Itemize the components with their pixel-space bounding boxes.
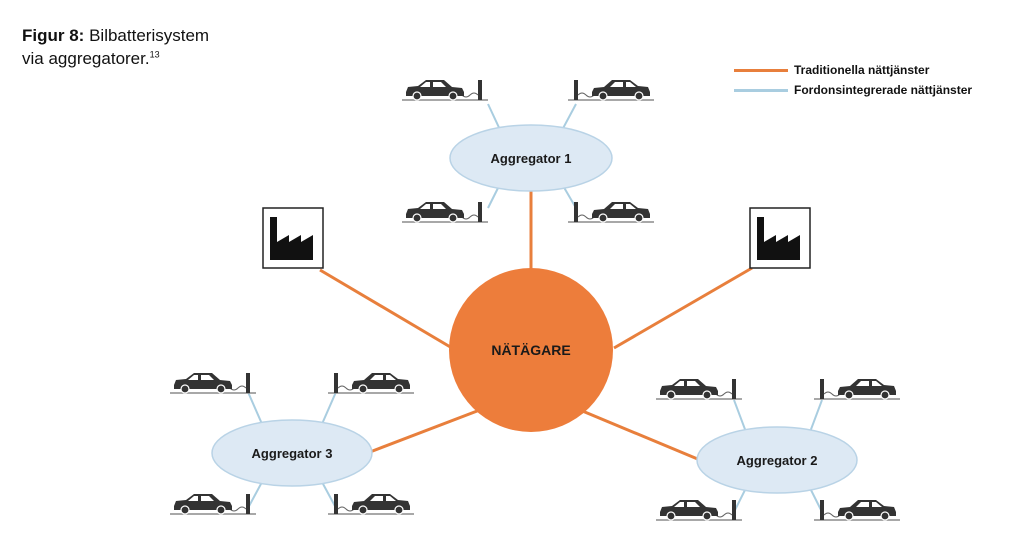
aggregator-2-node: Aggregator 2 (696, 426, 858, 494)
hub-label: NÄTÄGARE (491, 342, 570, 358)
legend-item-traditional: Traditionella nättjänster (734, 60, 972, 80)
car-charging-icon (327, 493, 415, 515)
link-hub-factory-right (613, 266, 753, 350)
legend-label-traditional: Traditionella nättjänster (794, 63, 930, 77)
car-charging-icon (170, 494, 256, 514)
figure-title-line2: via aggregatorer. (22, 49, 150, 68)
legend-swatch-orange (734, 68, 788, 72)
link-hub-factory-left (319, 268, 453, 350)
legend-swatch-blue (734, 88, 788, 92)
car-charging-icon (402, 80, 488, 100)
figure-title-text: Bilbatterisystem (89, 26, 210, 45)
aggregator-3-node: Aggregator 3 (211, 419, 373, 487)
car-charging-icon (567, 79, 655, 101)
aggregator-1-node: Aggregator 1 (449, 124, 613, 192)
car-charging-icon (656, 379, 742, 399)
car-charging-icon (327, 372, 415, 394)
link-hub-aggregator-2 (579, 408, 701, 462)
factory-icon (262, 207, 324, 269)
link-hub-aggregator-3 (369, 406, 486, 454)
car-charging-icon (813, 378, 901, 400)
car-charging-icon (656, 500, 742, 520)
aggregator-1-label: Aggregator 1 (491, 151, 572, 166)
footnote-ref: 13 (149, 49, 160, 60)
car-charging-icon (402, 202, 488, 222)
aggregator-2-label: Aggregator 2 (737, 453, 818, 468)
car-charging-icon (170, 373, 256, 393)
car-charging-icon (813, 499, 901, 521)
legend-label-vehicle: Fordonsintegrerade nättjänster (794, 83, 973, 97)
hub-node: NÄTÄGARE (449, 268, 613, 432)
aggregator-3-label: Aggregator 3 (252, 446, 333, 461)
factory-icon (749, 207, 811, 269)
figure-label: Figur 8: (22, 26, 85, 45)
legend: Traditionella nättjänster Fordonsintegre… (734, 60, 972, 100)
figure-title: Figur 8: Bilbatterisystem via aggregator… (22, 24, 209, 70)
legend-item-vehicle: Fordonsintegrerade nättjänster (734, 80, 972, 100)
car-charging-icon (567, 201, 655, 223)
